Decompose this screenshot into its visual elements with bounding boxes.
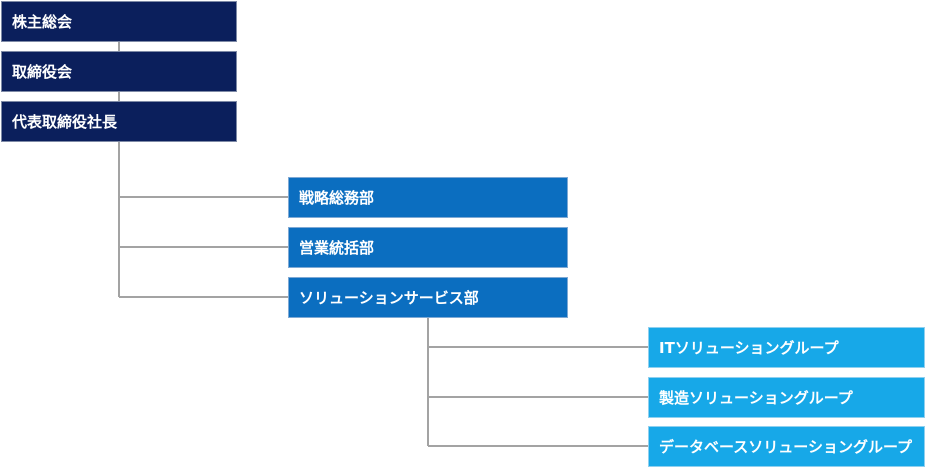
node-shareholders-meeting: 株主総会 (1, 1, 237, 42)
node-label: 代表取締役社長 (12, 113, 118, 131)
node-label: ソリューションサービス部 (299, 289, 479, 307)
node-strategy-general-affairs: 戦略総務部 (288, 177, 568, 218)
node-label: 戦略総務部 (299, 189, 375, 207)
node-label: ITソリューショングループ (659, 339, 839, 357)
node-solution-services: ソリューションサービス部 (288, 277, 568, 318)
node-label: 株主総会 (12, 13, 73, 31)
node-board-of-directors: 取締役会 (1, 51, 237, 92)
node-it-solution-group: ITソリューショングループ (648, 327, 925, 368)
node-label: 取締役会 (12, 63, 73, 81)
node-label: データベースソリューショングループ (659, 438, 913, 456)
node-manufacturing-solution-group: 製造ソリューショングループ (648, 377, 925, 418)
node-label: 製造ソリューショングループ (659, 389, 853, 407)
node-label: 営業統括部 (299, 239, 375, 257)
node-sales-management: 営業統括部 (288, 227, 568, 268)
node-database-solution-group: データベースソリューショングループ (648, 426, 925, 467)
node-president: 代表取締役社長 (1, 101, 237, 142)
